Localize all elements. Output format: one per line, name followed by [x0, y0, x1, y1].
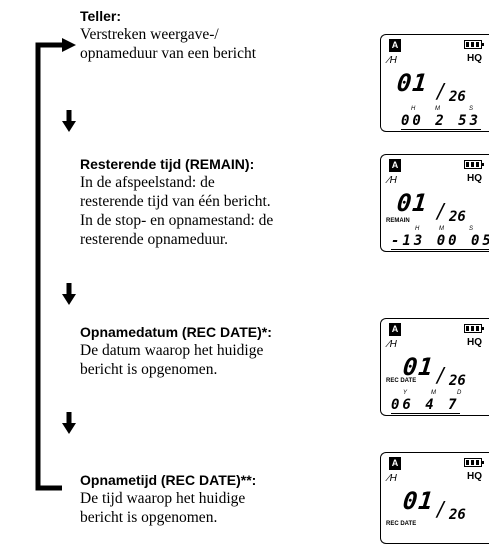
section-heading: Teller: — [80, 8, 121, 24]
lcd-display-counter: A ∕H HQ 01 / 26 H M S 00 2 53 — [380, 34, 489, 132]
total-tracks: 26 — [449, 209, 466, 225]
total-tracks: 26 — [449, 89, 466, 105]
mic-sensitivity-icon: ∕H — [388, 55, 397, 66]
section-line: bericht is opgenomen. — [80, 361, 218, 378]
mic-sensitivity-icon: ∕H — [388, 175, 397, 186]
unit-label: S — [469, 106, 474, 112]
section-line: resterende tijd van één bericht. — [80, 193, 271, 210]
unit-label: H — [411, 106, 416, 112]
section-line: opnameduur van een bericht — [80, 45, 257, 62]
unit-label: H — [415, 226, 420, 232]
track-number: 01 — [395, 69, 430, 97]
folder-indicator: A — [389, 323, 401, 336]
lcd-display-remain: A ∕H HQ 01 / 26 REMAIN H M S -13 00 05 — [380, 154, 489, 252]
track-number: 01 — [401, 487, 436, 515]
battery-icon — [464, 324, 484, 333]
unit-label: M — [431, 390, 436, 396]
section-teller: Teller: Verstreken weergave-/ opnameduur… — [80, 7, 256, 63]
section-heading: Opnamedatum (REC DATE)*: — [80, 324, 272, 340]
lcd-display-rec-date: A ∕H HQ 01 / 26 REC DATE Y M D 06 4 7 — [380, 318, 489, 416]
mode-tag: REMAIN — [386, 218, 410, 224]
time-readout: 00 2 53 — [401, 113, 482, 130]
mic-sensitivity-icon: ∕H — [388, 339, 397, 350]
battery-icon — [464, 40, 484, 49]
section-line: De tijd waarop het huidige — [80, 490, 246, 507]
track-number: 01 — [395, 189, 430, 217]
quality-indicator: HQ — [467, 173, 482, 184]
folder-indicator: A — [389, 159, 401, 172]
battery-icon — [464, 160, 484, 169]
battery-icon — [464, 458, 484, 467]
lcd-display-rec-time: A ∕H HQ 01 / 26 REC DATE — [380, 452, 489, 544]
date-readout: 06 4 7 — [391, 397, 460, 414]
slash: / — [437, 497, 444, 521]
time-readout: -13 00 05 — [391, 233, 489, 250]
folder-indicator: A — [389, 39, 401, 52]
down-arrow-icon — [62, 412, 76, 434]
loop-connector — [35, 38, 76, 491]
unit-label: Y — [403, 390, 408, 396]
section-line: De datum waarop het huidige — [80, 342, 264, 359]
total-tracks: 26 — [449, 373, 466, 389]
mode-tag: REC DATE — [386, 378, 417, 384]
mode-tag: REC DATE — [386, 521, 417, 527]
track-number: 01 — [401, 353, 436, 381]
unit-label: S — [469, 226, 474, 232]
down-arrow-icon — [62, 110, 76, 132]
section-line: Verstreken weergave-/ — [80, 26, 219, 43]
down-arrow-icon — [62, 283, 76, 305]
section-heading: Resterende tijd (REMAIN): — [80, 156, 255, 172]
quality-indicator: HQ — [467, 53, 482, 64]
section-rec-date: Opnamedatum (REC DATE)*: De datum waarop… — [80, 323, 272, 379]
section-line: resterende opnameduur. — [80, 231, 229, 248]
slash: / — [437, 363, 444, 387]
mic-sensitivity-icon: ∕H — [388, 473, 397, 484]
total-tracks: 26 — [449, 507, 466, 523]
slash: / — [437, 79, 444, 103]
slash: / — [437, 199, 444, 223]
section-remain: Resterende tijd (REMAIN): In de afspeels… — [80, 155, 273, 249]
section-line: bericht is opgenomen. — [80, 509, 218, 526]
section-rec-time: Opnametijd (REC DATE)**: De tijd waarop … — [80, 471, 256, 527]
unit-label: M — [435, 106, 440, 112]
section-line: In de stop- en opnamestand: de — [80, 212, 274, 229]
section-line: In de afspeelstand: de — [80, 174, 215, 191]
unit-label: M — [439, 226, 444, 232]
quality-indicator: HQ — [467, 337, 482, 348]
unit-label: D — [457, 390, 462, 396]
folder-indicator: A — [389, 457, 401, 470]
quality-indicator: HQ — [467, 471, 482, 482]
section-heading: Opnametijd (REC DATE)**: — [80, 472, 257, 488]
